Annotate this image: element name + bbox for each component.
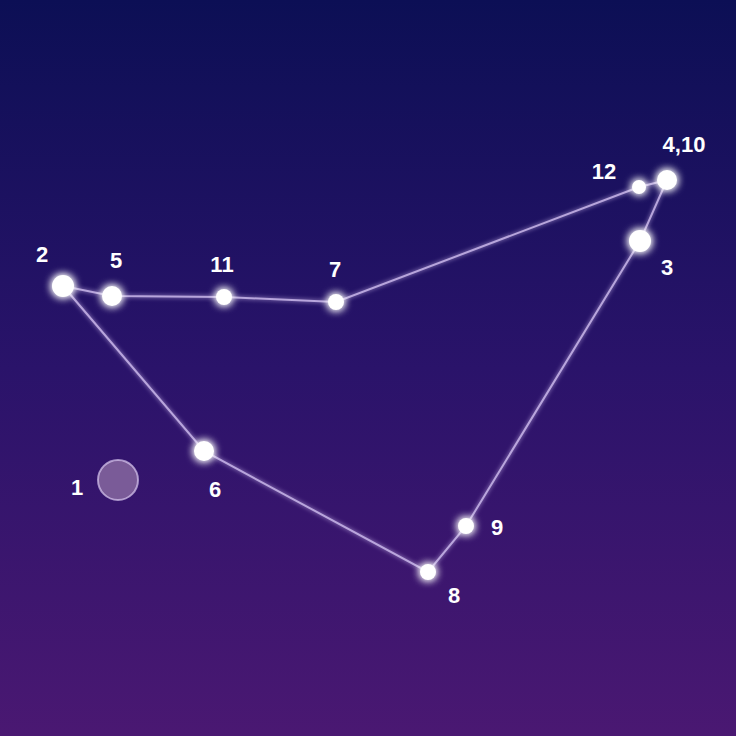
star bbox=[52, 275, 74, 297]
constellation-line bbox=[63, 180, 667, 572]
callout-number: 3 bbox=[661, 257, 673, 279]
star bbox=[657, 170, 677, 190]
star bbox=[194, 441, 214, 461]
callout-number: 1 bbox=[71, 477, 83, 499]
callout-number: 12 bbox=[592, 161, 616, 183]
faint-object bbox=[98, 460, 138, 500]
star bbox=[420, 564, 436, 580]
star bbox=[328, 294, 344, 310]
callout-number: 6 bbox=[209, 479, 221, 501]
star bbox=[102, 286, 122, 306]
callout-number: 2 bbox=[36, 244, 48, 266]
star bbox=[632, 180, 646, 194]
callout-number: 9 bbox=[491, 517, 503, 539]
star bbox=[216, 289, 232, 305]
star bbox=[629, 230, 651, 252]
star-group bbox=[52, 170, 677, 580]
callout-number: 5 bbox=[110, 250, 122, 272]
callout-number: 7 bbox=[329, 259, 341, 281]
star bbox=[458, 518, 474, 534]
callout-number: 4,10 bbox=[663, 134, 706, 156]
callout-number: 8 bbox=[448, 585, 460, 607]
callout-number: 11 bbox=[210, 254, 233, 276]
